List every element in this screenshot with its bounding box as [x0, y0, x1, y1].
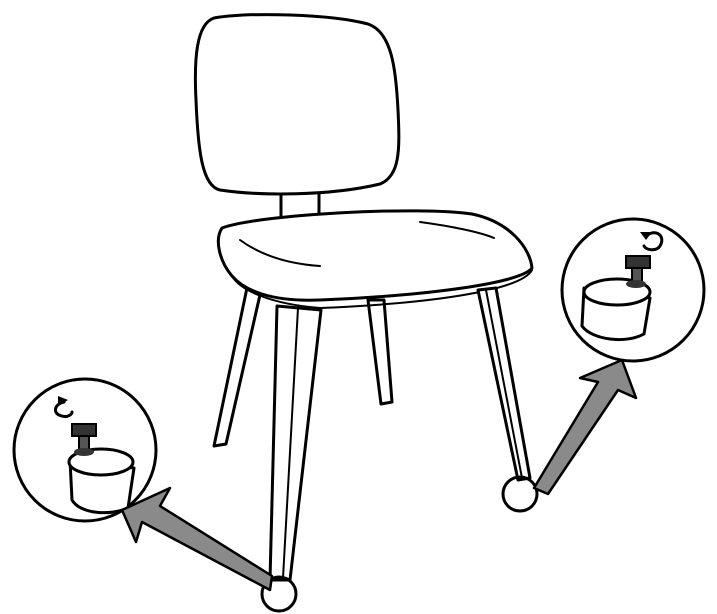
- back-left-leg: [214, 283, 262, 446]
- front-left-leg-glide-detail: [14, 379, 156, 521]
- pointer-arrow-icon: [122, 488, 272, 590]
- pointer-arrow-icon: [534, 360, 636, 494]
- back-right-leg: [368, 300, 392, 404]
- chair-icon: [195, 15, 532, 580]
- front-left-leg: [270, 306, 321, 580]
- front-right-foot-marker: [503, 477, 537, 511]
- back-right-leg-glide-detail: [562, 219, 704, 361]
- front-right-leg: [478, 288, 530, 480]
- backrest: [195, 15, 398, 194]
